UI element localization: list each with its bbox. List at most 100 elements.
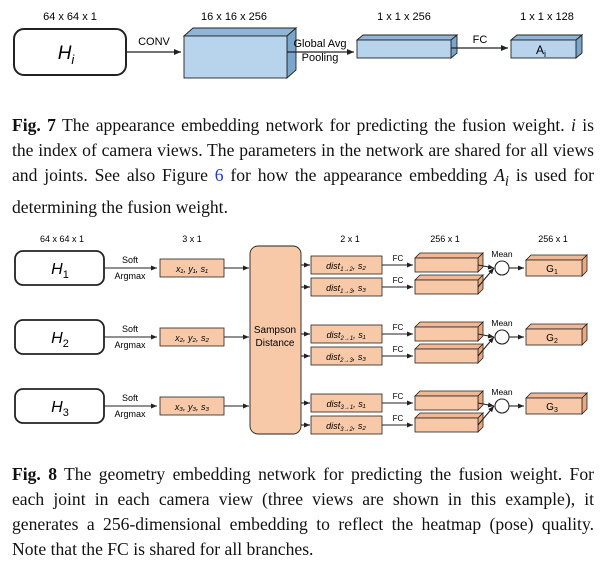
fig8-argmax-label-2: Argmax: [114, 340, 146, 350]
fig8-input-sub-2: 2: [63, 338, 69, 350]
fig8-input-h-2: H: [51, 330, 63, 347]
fig7-caption-var-i: i: [571, 115, 576, 135]
fig8-output-block-3: [525, 397, 583, 415]
fig8-argmax-label-3: Argmax: [114, 409, 146, 419]
fig8-input-sub-3: 3: [63, 407, 69, 419]
fig8-dist-label-1-b: dist1→3, s₃: [326, 283, 366, 295]
fig8-mean-label-3: Mean: [491, 387, 513, 397]
fig8-sampson-label-2: Distance: [256, 338, 295, 349]
fig8-embed-block-3-b-top: [414, 412, 484, 419]
fig8-output-block-3-top: [525, 392, 588, 399]
fig7-caption-text-4: is used for determining the fusion weigh…: [12, 165, 595, 217]
fig8-sampson-label-1: Sampson: [254, 325, 296, 336]
fig8-arrow-mean-3-a: [477, 402, 495, 408]
fig8-dist-sub-2-a: 2→1: [339, 336, 353, 342]
fig8-output-block-2: [525, 328, 583, 346]
fig8-dist-sub-2-b: 2→3: [339, 358, 353, 364]
fig7-dim-input: 64 x 64 x 1: [43, 11, 97, 23]
fig8-mean-circle-3: [494, 398, 510, 414]
fig8-dim-dist: 2 x 1: [340, 234, 360, 244]
fig7-caption-text-3: for how the appearance embedding: [223, 165, 495, 185]
fig8-embed-block-3-b: [414, 417, 479, 433]
fig7-output-a-sub: i: [544, 49, 546, 59]
fig8-dist-word-2-a: dist: [326, 330, 341, 340]
fig8-dist-label-2-a: dist2→1, s₁: [326, 330, 365, 342]
figure-7-diagram: 64 x 64 x 1 16 x 16 x 256 1 x 1 x 256 1 …: [0, 0, 604, 100]
fig8-embed-block-1-b: [414, 279, 479, 295]
fig8-argmax-label-1: Argmax: [114, 271, 146, 281]
fig8-dist-sep-3-b: ,: [353, 421, 358, 431]
fig8-input-label-2: H2: [51, 330, 69, 350]
fig8-dist-sep-2-a: ,: [353, 330, 358, 340]
fig8-input-label-1: H1: [51, 261, 69, 281]
fig8-dist-word-1-a: dist: [326, 261, 341, 271]
fig8-dist-label-3-a: dist3→1, s₁: [326, 399, 365, 411]
fig8-dim-out: 256 x 1: [538, 234, 568, 244]
fig8-mean-label-2: Mean: [491, 318, 513, 328]
fig8-output-label-3: G3: [546, 402, 558, 414]
fig8-output-sub-2: 2: [554, 338, 558, 345]
fig8-output-block-2-top: [525, 323, 588, 330]
fig8-dist-s-3-a: s₁: [358, 399, 366, 409]
fig7-caption-text-2: is the index of camera views. The parame…: [12, 115, 595, 185]
fig8-output-g-1: G: [546, 264, 554, 275]
fig7-caption-var-a-sub: i: [504, 173, 509, 190]
fig8-dim-input: 64 x 64 x 1: [40, 234, 84, 244]
fig7-output-label: Ai: [536, 43, 546, 59]
fig8-arrow-mean-1-b: [477, 267, 495, 288]
fig8-arrow-mean-2-a: [477, 333, 495, 339]
fig8-output-block-1: [525, 259, 583, 277]
fig8-input-h-1: H: [51, 261, 63, 278]
fig8-arrow-mean-1-a: [477, 264, 495, 270]
fig7-dim-conv: 16 x 16 x 256: [201, 11, 267, 23]
fig8-sampson-block: [249, 245, 302, 435]
fig7-pool-label-2: Pooling: [302, 52, 339, 64]
fig8-embed-block-2-a-top: [414, 321, 484, 328]
fig8-dim-fc: 256 x 1: [430, 234, 460, 244]
fig8-embed-block-1-a-top: [414, 252, 484, 259]
fig7-output-block: [509, 34, 584, 59]
fig8-dist-sub-3-b: 3→2: [340, 427, 353, 433]
fig8-caption-text: The geometry embedding network for predi…: [12, 464, 594, 559]
fig7-conv-label: CONV: [138, 36, 170, 48]
fig8-mean-label-1: Mean: [491, 249, 513, 259]
figure-7-svg: 64 x 64 x 1 16 x 16 x 256 1 x 1 x 256 1 …: [13, 11, 584, 80]
fig8-dist-sep-1-a: ,: [353, 261, 358, 271]
fig8-dist-word-3-a: dist: [326, 399, 341, 409]
fig8-embed-block-3-a: [414, 395, 479, 411]
figure-8-svg: 64 x 64 x 1 3 x 1 2 x 1 256 x 1 256 x 1 …: [14, 234, 588, 435]
fig8-output-g-3: G: [546, 402, 554, 413]
fig8-fc-label-3-b: FC: [393, 414, 404, 423]
fig7-caption-text-1: The appearance embedding network for pre…: [55, 115, 572, 135]
fig8-caption-label: Fig. 8: [12, 464, 57, 484]
fig8-point-label-1: x₁, y₁, s₁: [175, 264, 208, 274]
fig7-dim-fc: 1 x 1 x 128: [520, 11, 574, 23]
fig7-caption-ref-link[interactable]: 6: [214, 165, 224, 185]
fig7-fc-label: FC: [473, 34, 488, 46]
fig8-fc-label-2-a: FC: [393, 323, 404, 332]
fig8-output-g-2: G: [546, 333, 554, 344]
fig7-caption-label: Fig. 7: [12, 115, 56, 135]
fig8-input-label-3: H3: [51, 399, 69, 419]
fig8-dist-s-1-b: s₃: [358, 283, 367, 293]
fig8-output-sub-3: 3: [554, 407, 558, 414]
fig8-dist-s-2-a: s₁: [358, 330, 366, 340]
figure-7-caption: Fig. 7 The appearance embedding network …: [12, 113, 594, 220]
fig7-input-label: Hi: [58, 43, 76, 67]
fig8-dist-label-2-b: dist2→3, s₃: [326, 352, 366, 364]
fig8-embed-block-3-a-top: [414, 390, 484, 397]
fig8-dist-sep-2-b: ,: [353, 352, 358, 362]
fig8-soft-label-1: Soft: [122, 255, 139, 265]
fig7-output-a: A: [536, 43, 544, 57]
fig8-output-label-2: G2: [546, 333, 558, 345]
fig8-dist-sep-1-b: ,: [353, 283, 358, 293]
fig8-arrow-mean-3-b: [477, 405, 495, 426]
fig8-mean-circle-1: [494, 260, 510, 276]
fig8-dist-label-1-a: dist1→2, s₂: [326, 261, 366, 273]
fig8-point-label-2: x₂, y₂, s₂: [174, 333, 209, 343]
fig8-dist-sub-3-a: 3→1: [340, 405, 353, 411]
fig8-embed-block-2-b-top: [414, 343, 484, 350]
fig8-embed-block-2-b: [414, 348, 479, 364]
figure-8-diagram: 64 x 64 x 1 3 x 1 2 x 1 256 x 1 256 x 1 …: [0, 225, 604, 440]
